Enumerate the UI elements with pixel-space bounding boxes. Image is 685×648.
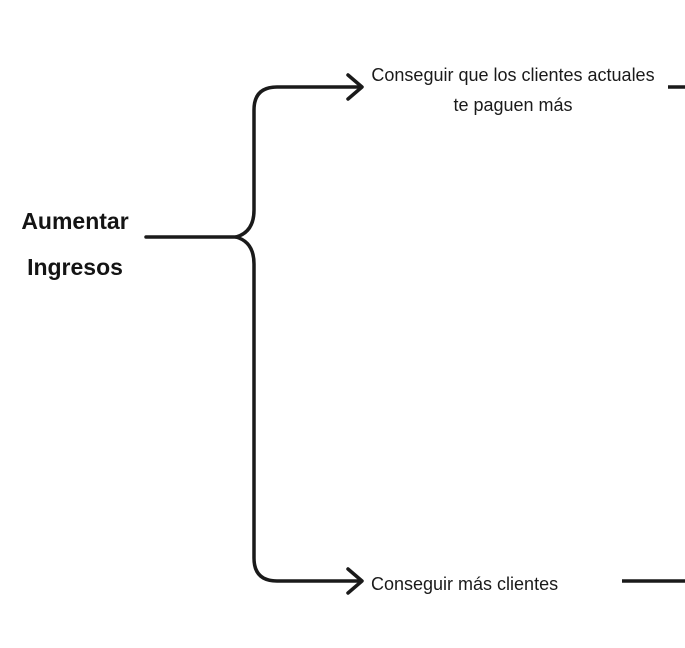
branch-bottom-label: Conseguir más clientes xyxy=(371,574,559,594)
arrowhead-top-icon xyxy=(346,73,364,101)
brace-upper xyxy=(234,85,362,239)
brace-lower xyxy=(234,235,362,583)
branch-top-label: Conseguir que los clientes actuales te p… xyxy=(371,65,655,115)
root-node-label: Aumentar Ingresos xyxy=(21,208,129,280)
arrowhead-bottom-icon xyxy=(346,567,364,595)
